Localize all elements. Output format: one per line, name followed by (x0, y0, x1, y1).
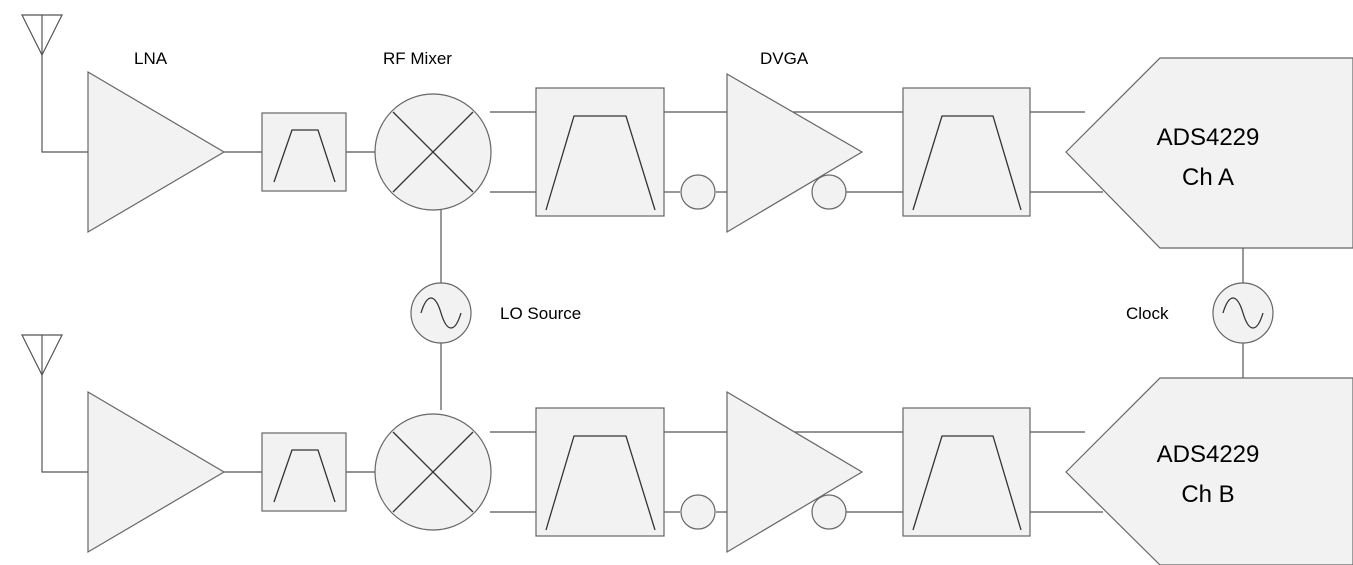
bandpass-filter-large-b2 (902, 407, 1031, 537)
adc-ch-a (1065, 57, 1353, 249)
channel-a-wires (41, 55, 1103, 193)
clock-group: Clock (1126, 248, 1274, 378)
bandpass-filter-small-a (261, 112, 347, 192)
lo-source-label: LO Source (500, 304, 581, 323)
antenna-icon (21, 14, 63, 57)
inverter-bubble-a1 (680, 174, 716, 210)
rf-mixer-label: RF Mixer (383, 49, 452, 68)
lna-label: LNA (134, 49, 168, 68)
channel-b-wires (41, 375, 1103, 513)
dvga-amplifier-a (726, 72, 864, 234)
bandpass-filter-large-a1 (535, 87, 665, 217)
adc-ch-b (1065, 377, 1353, 565)
antenna-icon (21, 334, 63, 377)
clock-label: Clock (1126, 304, 1169, 323)
rf-mixer-a (374, 93, 492, 211)
dvga-label: DVGA (760, 49, 809, 68)
adc-b-name: ADS4229 (1157, 441, 1260, 468)
adc-a-name: ADS4229 (1157, 124, 1260, 151)
channel-b: ADS4229 Ch B (21, 334, 1353, 565)
lna-amplifier-b (87, 390, 226, 554)
inverter-bubble-b1 (680, 494, 716, 530)
sine-wave-icon (420, 297, 462, 329)
bandpass-filter-large-b1 (535, 407, 665, 537)
bandpass-filter-large-a2 (902, 87, 1031, 217)
inverter-bubble-b2 (811, 494, 847, 530)
adc-b-channel: Ch B (1181, 481, 1234, 508)
adc-a-channel: Ch A (1182, 164, 1234, 191)
dvga-amplifier-b (726, 390, 864, 554)
rf-mixer-b (374, 413, 492, 531)
sine-wave-icon (1222, 297, 1264, 329)
bandpass-filter-small-b (261, 432, 347, 512)
inverter-bubble-a2 (811, 174, 847, 210)
channel-a: LNA RF Mixer DVGA ADS42 (21, 14, 1353, 249)
lna-amplifier-a (87, 70, 226, 234)
lo-source-group: LO Source (410, 210, 581, 410)
